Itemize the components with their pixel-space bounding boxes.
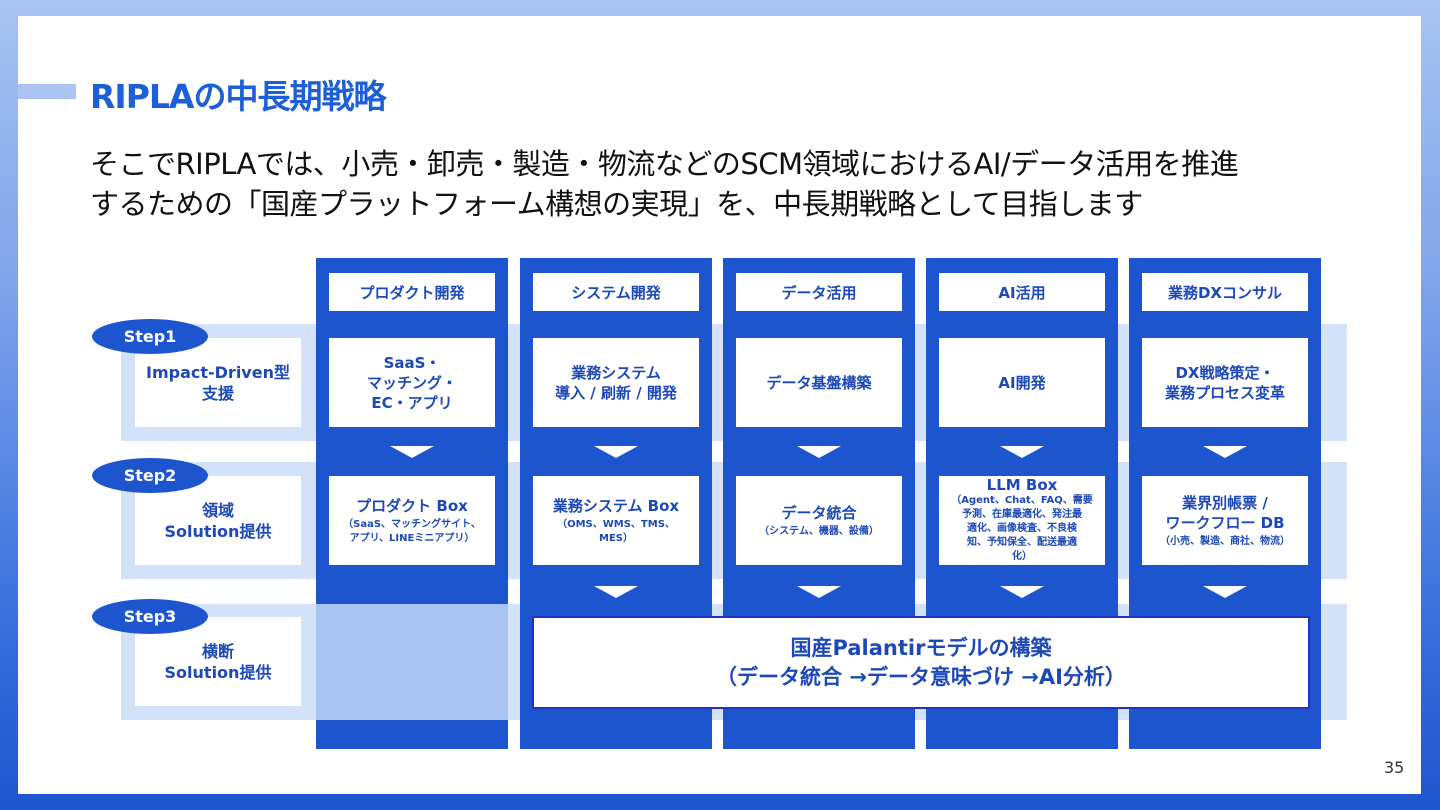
down-arrow-icon bbox=[797, 446, 841, 458]
step2-cell-forms-db: 業界別帳票 / ワークフロー DB （小売、製造、商社、物流） bbox=[1142, 476, 1308, 565]
step2-pill: Step2 bbox=[92, 458, 208, 493]
down-arrow-icon bbox=[1203, 446, 1247, 458]
step1-cell-data: データ基盤構築 bbox=[736, 338, 902, 427]
cell-text: 業務プロセス変革 bbox=[1164, 383, 1285, 402]
cell-text: 業務システム Box bbox=[552, 496, 680, 515]
cell-text: 業界別帳票 / bbox=[1182, 493, 1268, 512]
cell-subtext: アプリ、LINEミニアプリ） bbox=[349, 532, 475, 544]
cell-subtext: （小売、製造、商社、物流） bbox=[1160, 535, 1290, 547]
step2-cell-llm-box: LLM Box （Agent、Chat、FAQ、需要 予測、在庫最適化、発注最 … bbox=[939, 476, 1105, 565]
page-title: RIPLAの中長期戦略 bbox=[90, 77, 386, 116]
cell-text: 業務システム bbox=[571, 363, 661, 382]
cell-subtext: 予測、在庫最適化、発注最 bbox=[962, 509, 1082, 520]
down-arrow-icon bbox=[797, 586, 841, 598]
palantir-title: 国産Palantirモデルの構築 bbox=[790, 635, 1052, 660]
step2-band-edge bbox=[1321, 462, 1347, 579]
subtitle-line-2: するための「国産プラットフォーム構想の実現」を、中長期戦略として目指します bbox=[90, 187, 1143, 221]
step2-cell-data-integration: データ統合 （システム、機器、設備） bbox=[736, 476, 902, 565]
cell-text: 導入 / 刷新 / 開発 bbox=[555, 383, 677, 402]
cell-subtext: （システム、機器、設備） bbox=[759, 525, 879, 537]
step-label-line: Impact-Driven型 bbox=[146, 362, 290, 382]
cell-text: データ基盤構築 bbox=[766, 373, 872, 392]
step2-cell-system-box: 業務システム Box （OMS、WMS、TMS、 MES） bbox=[533, 476, 699, 565]
step1-pill: Step1 bbox=[92, 319, 208, 354]
down-arrow-icon bbox=[390, 446, 434, 458]
cell-subtext: （OMS、WMS、TMS、 bbox=[557, 518, 675, 530]
down-arrow-icon bbox=[1000, 586, 1044, 598]
cell-subtext: 適化、画像検査、不良検 bbox=[967, 523, 1077, 534]
down-arrow-icon bbox=[594, 586, 638, 598]
step-label-line: Solution提供 bbox=[164, 521, 272, 541]
step1-cell-product: SaaS・ マッチング・ EC・アプリ bbox=[329, 338, 495, 427]
down-arrow-icon bbox=[594, 446, 638, 458]
step1-cell-dx: DX戦略策定・ 業務プロセス変革 bbox=[1142, 338, 1308, 427]
column-header: データ活用 bbox=[736, 273, 902, 311]
cell-text: マッチング・ bbox=[366, 373, 457, 392]
step-label-line: 横断 bbox=[201, 641, 234, 661]
step-label-line: 領域 bbox=[201, 500, 234, 520]
title-accent-bar bbox=[18, 84, 76, 99]
column-header: AI活用 bbox=[939, 273, 1105, 311]
down-arrow-icon bbox=[1000, 446, 1044, 458]
step2-cell-product-box: プロダクト Box （SaaS、マッチングサイト、 アプリ、LINEミニアプリ） bbox=[329, 476, 495, 565]
cell-subtext: （SaaS、マッチングサイト、 bbox=[343, 518, 481, 530]
column-header: 業務DXコンサル bbox=[1142, 273, 1308, 311]
cell-subtext: MES） bbox=[599, 532, 633, 544]
down-arrow-icon bbox=[1203, 586, 1247, 598]
column-header: プロダクト開発 bbox=[329, 273, 495, 311]
cell-subtext: （Agent、Chat、FAQ、需要 bbox=[951, 495, 1093, 506]
step-label-line: Solution提供 bbox=[164, 662, 272, 682]
step1-band-edge bbox=[1321, 324, 1347, 441]
subtitle-line-1: そこでRIPLAでは、小売・卸売・製造・物流などのSCM領域におけるAI/データ… bbox=[90, 147, 1239, 181]
cell-text: データ統合 bbox=[781, 503, 857, 522]
step-label-line: 支援 bbox=[201, 383, 234, 403]
column-header: システム開発 bbox=[533, 273, 699, 311]
cell-text: DX戦略策定・ bbox=[1175, 363, 1275, 382]
cell-subtext: 化） bbox=[1012, 551, 1032, 562]
cell-text: ワークフロー DB bbox=[1165, 513, 1285, 532]
cell-subtext: 知、予知保全、配送最適 bbox=[967, 537, 1077, 548]
page-number: 35 bbox=[1384, 758, 1405, 777]
step1-cell-system: 業務システム 導入 / 刷新 / 開発 bbox=[533, 338, 699, 427]
palantir-model-box: 国産Palantirモデルの構築 （データ統合 →データ意味づけ →AI分析） bbox=[532, 616, 1310, 709]
step3-pill: Step3 bbox=[92, 599, 208, 634]
step3-band-edge bbox=[1321, 604, 1347, 720]
cell-text: プロダクト Box bbox=[356, 496, 468, 515]
step1-cell-ai: AI開発 bbox=[939, 338, 1105, 427]
cell-text: EC・アプリ bbox=[371, 393, 453, 412]
step3-empty-product-cell bbox=[316, 604, 508, 720]
cell-text: AI開発 bbox=[998, 373, 1046, 392]
page-subtitle: そこでRIPLAでは、小売・卸売・製造・物流などのSCM領域におけるAI/データ… bbox=[90, 144, 1370, 224]
cell-text: LLM Box bbox=[986, 476, 1058, 494]
cell-text: SaaS・ bbox=[383, 353, 441, 372]
palantir-subtitle: （データ統合 →データ意味づけ →AI分析） bbox=[716, 664, 1126, 689]
